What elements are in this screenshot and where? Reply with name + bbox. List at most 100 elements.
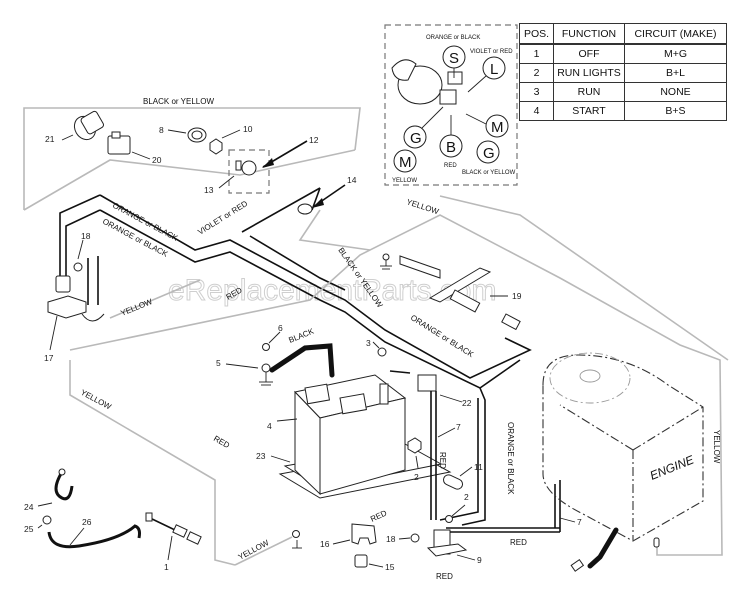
nut-2-battery bbox=[407, 437, 422, 454]
table-cell-function: START bbox=[553, 101, 625, 121]
part-number-5: 5 bbox=[216, 358, 221, 368]
table-cell-pos: 2 bbox=[519, 63, 554, 83]
terminal-l bbox=[482, 56, 506, 80]
battery-bracket bbox=[351, 523, 377, 545]
ground-washer bbox=[261, 363, 271, 373]
part-number-2-solenoid: 2 bbox=[464, 492, 469, 502]
terminal-m-right-label: M bbox=[491, 119, 504, 136]
table-cell-circuit: B+L bbox=[624, 63, 727, 83]
wire-label-yellow-side: YELLOW bbox=[79, 388, 113, 412]
part-number-15: 15 bbox=[385, 562, 395, 572]
main-harness bbox=[59, 187, 532, 526]
part-number-22: 22 bbox=[462, 398, 472, 408]
part-number-25: 25 bbox=[24, 524, 34, 534]
part-number-10: 10 bbox=[243, 124, 253, 134]
washer-25 bbox=[42, 515, 52, 525]
table-cell-circuit: NONE bbox=[624, 82, 727, 102]
table-cell-circuit: M+G bbox=[624, 43, 727, 64]
wire-label-black-battery: BLACK bbox=[287, 326, 315, 344]
part-number-1: 1 bbox=[164, 562, 169, 572]
table-row: 1 OFF M+G bbox=[519, 43, 727, 64]
ignition-switch-detail: ORANGE or BLACK VIOLET or RED S L G B RE… bbox=[384, 24, 518, 186]
engine bbox=[542, 352, 704, 542]
part-number-16: 16 bbox=[320, 539, 330, 549]
wire-label-orange-or-black-vertical: ORANGE or BLACK bbox=[506, 422, 515, 495]
part-number-2-battery: 2 bbox=[414, 472, 419, 482]
table-row: 3 RUN NONE bbox=[519, 82, 727, 102]
table-row: 4 START B+S bbox=[519, 101, 727, 121]
part-number-23: 23 bbox=[256, 451, 266, 461]
ignition-switch-table: POS. FUNCTION CIRCUIT (MAKE) 1 OFF M+G 2… bbox=[519, 23, 727, 121]
terminal-g-left bbox=[403, 125, 427, 149]
terminal-m-left bbox=[393, 149, 417, 173]
part-number-4: 4 bbox=[267, 421, 272, 431]
table-cell-function: RUN LIGHTS bbox=[553, 63, 625, 83]
pto-switch-bracket bbox=[380, 253, 521, 331]
switch-wire-l-label: VIOLET or RED bbox=[470, 49, 513, 55]
table-cell-function: OFF bbox=[553, 43, 625, 64]
wire-label-red-vertical: RED bbox=[438, 452, 447, 469]
part-number-13: 13 bbox=[204, 185, 214, 195]
table-cell-function: RUN bbox=[553, 82, 625, 102]
terminal-s-label: S bbox=[449, 50, 459, 67]
wire-label-red-tray: RED bbox=[369, 508, 388, 523]
terminal-l-label: L bbox=[490, 61, 498, 78]
wire-label-red-solenoid-right: RED bbox=[510, 538, 527, 547]
starter-terminal bbox=[570, 558, 585, 572]
part-number-14: 14 bbox=[347, 175, 357, 185]
engine-ground-connector bbox=[653, 537, 660, 548]
wire-label-black-or-yellow-top: BLACK or YELLOW bbox=[143, 97, 214, 106]
part-number-26: 26 bbox=[82, 517, 92, 527]
table-cell-pos: 1 bbox=[519, 43, 554, 64]
switch-wire-g-label: BLACK or YELLOW bbox=[462, 170, 516, 176]
part-number-11: 11 bbox=[474, 462, 483, 472]
engine-label: ENGINE bbox=[648, 452, 697, 483]
ignition-switch-box bbox=[228, 149, 270, 194]
terminal-g-right bbox=[476, 140, 500, 164]
wire-label-violet-or-red: VIOLET or RED bbox=[196, 199, 249, 237]
bracket-15 bbox=[354, 554, 368, 568]
wire-label-yellow-engine: YELLOW bbox=[712, 430, 721, 464]
harness-connector bbox=[55, 275, 71, 293]
part-number-18-right: 18 bbox=[386, 534, 396, 544]
table-cell-pos: 4 bbox=[519, 101, 554, 121]
terminal-g-right-label: G bbox=[483, 145, 495, 162]
ground-cable bbox=[54, 471, 74, 501]
bolt-3 bbox=[377, 347, 387, 357]
switch-wire-s-label: ORANGE or BLACK bbox=[426, 35, 480, 41]
table-header-function: FUNCTION bbox=[553, 23, 625, 45]
table-cell-pos: 3 bbox=[519, 82, 554, 102]
terminal-m-left-label: M bbox=[399, 154, 412, 171]
wire-label-orange-or-black-2: ORANGE or BLACK bbox=[101, 217, 170, 259]
part-number-18-left: 18 bbox=[81, 231, 91, 241]
ground-terminal-bottom bbox=[292, 530, 300, 538]
part-number-7-engine: 7 bbox=[577, 517, 582, 527]
nut-2-solenoid bbox=[445, 515, 453, 523]
wire-label-red-mid: RED bbox=[212, 434, 231, 450]
part-number-9: 9 bbox=[477, 555, 482, 565]
wire-label-orange-or-black-3: ORANGE or BLACK bbox=[409, 313, 476, 359]
wire-label-yellow-top: YELLOW bbox=[405, 197, 440, 216]
battery bbox=[278, 374, 452, 499]
wire-harness-lead bbox=[145, 512, 202, 545]
part-number-19: 19 bbox=[512, 291, 522, 301]
wire-label-yellow-left: YELLOW bbox=[119, 297, 154, 318]
yellow-ground-wires bbox=[69, 195, 729, 566]
headlight-bulb bbox=[73, 110, 104, 141]
switch-nut bbox=[209, 138, 223, 155]
table-header-circuit: CIRCUIT (MAKE) bbox=[624, 23, 727, 45]
table-header-pos: POS. bbox=[519, 23, 554, 45]
headlight-harness-frame: BLACK or YELLOW bbox=[23, 97, 361, 211]
terminal-b-label: B bbox=[446, 139, 456, 156]
part-number-8: 8 bbox=[159, 125, 164, 135]
ignition-switch-part bbox=[241, 160, 257, 176]
screw-18-right bbox=[410, 533, 420, 543]
part-number-3: 3 bbox=[366, 338, 371, 348]
part-number-7-vertical: 7 bbox=[456, 422, 461, 432]
part-number-12: 12 bbox=[309, 135, 319, 145]
light-switch-connector bbox=[297, 203, 313, 215]
part-number-17: 17 bbox=[44, 353, 54, 363]
bulb-socket bbox=[107, 131, 131, 155]
part-number-20: 20 bbox=[152, 155, 162, 165]
